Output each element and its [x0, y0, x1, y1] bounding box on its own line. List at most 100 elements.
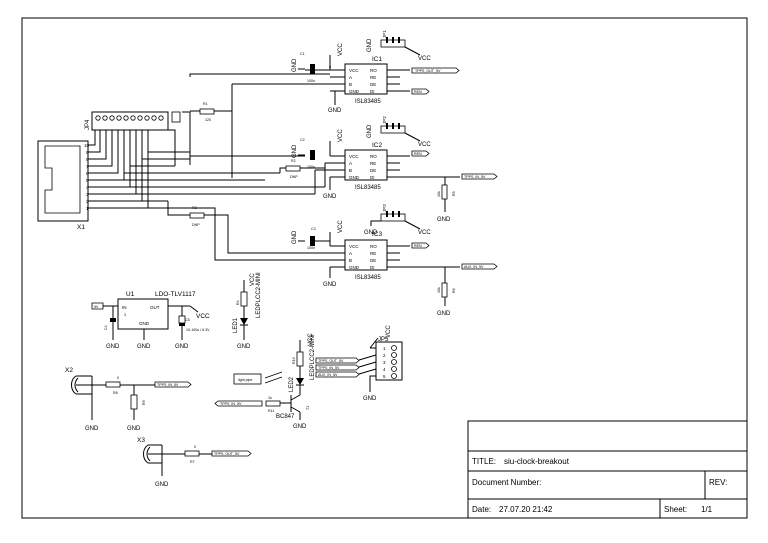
connector-x3: X3 GND 0 R7 TPPS_OUT_5V [137, 437, 252, 488]
c4-gnd: GND [106, 344, 120, 350]
resistor-r1: R1 120 [190, 84, 233, 178]
ic3-vcc-rail: VCC [338, 220, 344, 233]
u1-part: LDO-TLV1117 [155, 291, 196, 298]
x3-ref: X3 [137, 437, 145, 444]
ic3-pin-di: DI [370, 265, 375, 270]
jp3-vcc: VCC [418, 230, 431, 236]
u1-body [117, 298, 169, 330]
u1-gnd: GND [137, 344, 151, 350]
c5-ref: C5 [185, 318, 190, 322]
x1-pin9: 9 [86, 150, 89, 155]
r5-value-top: 10k [437, 191, 441, 197]
ic2-rs485-transceiver: IC2 ISL83485 VCC A B GND RO RE DE DI GND… [189, 116, 498, 223]
ic3-pin-re: RE [370, 251, 376, 256]
ic3-body [344, 239, 388, 271]
jp5-pin2: 2 [383, 353, 386, 358]
ic3-part: ISL83485 [355, 275, 381, 281]
ic1-di-net-label: REN [414, 90, 422, 94]
light-pipe-label: light pipe [238, 378, 252, 382]
r1-ref: R1 [203, 102, 208, 106]
ic2-vcc-rail: VCC [338, 129, 344, 142]
u1-5v-flag: 5V [94, 305, 99, 309]
ic2-ref: IC2 [372, 142, 383, 149]
ic3-pulldown-gnd: GND [437, 311, 451, 317]
x1-socket-outline [44, 145, 81, 214]
title-value: siu-clock-breakout [504, 457, 570, 466]
t1-ref: T1 [306, 406, 310, 410]
connector-x2: X2 GND 0 R8 R9 GND TPPS_IN_5V [65, 367, 192, 432]
u1-pin-gnd: GND [139, 321, 150, 326]
x1-body [37, 140, 89, 222]
c3-ref: C3 [311, 227, 316, 231]
c1-gnd: GND [292, 58, 298, 72]
jp2-vcc: VCC [418, 142, 431, 148]
jp3-gnd: GND [364, 230, 378, 236]
r-pulldown-ic3-value: 10k [437, 287, 441, 293]
jp3-ref: JP3 [382, 204, 387, 212]
jp1-ref: JP1 [382, 30, 387, 38]
ic2-pin-di: DI [370, 175, 375, 180]
r-pulldown-ic2-ref: R5 [452, 191, 456, 196]
regulator-u1: U1 LDO-TLV1117 IN OUT GND 5V C4 GND GND … [91, 291, 210, 350]
led2-vcc: VCC [308, 333, 314, 346]
r1-value: 120 [205, 118, 211, 122]
ic2-pin-ro: RO [370, 154, 377, 159]
c1-ref: C1 [300, 52, 305, 56]
jp5-net1: TPPS_OUT_5V [318, 359, 344, 363]
x1-ref: X1 [77, 224, 85, 231]
x1-pin10: 10 [84, 143, 90, 148]
ic3-ro-net-label: REN [414, 244, 422, 248]
connector-x1: X1 10 9 8 7 6 5 4 3 2 1 [37, 140, 90, 231]
u1-pin-in: IN [122, 305, 127, 310]
ic1-pin-re: RE [370, 75, 376, 80]
ic1-pin-de: DE [370, 82, 376, 87]
jp5-pin5: 5 [383, 374, 386, 379]
ic1-pin-b: B [349, 82, 352, 87]
jp4-body [91, 111, 169, 131]
ic1-vcc-rail: VCC [338, 43, 344, 56]
ic3-pin-a: A [349, 251, 352, 256]
r8-value: 0 [117, 376, 119, 380]
ic2-pin-a: A [349, 161, 352, 166]
title-block: TITLE: siu-clock-breakout Document Numbe… [467, 420, 748, 519]
c2-value: 100n [307, 165, 315, 169]
u1-vcc-out: VCC [196, 313, 210, 320]
document-number-label: Document Number: [472, 478, 541, 487]
x1-pin8: 8 [86, 157, 89, 162]
led1: R4 LED1 LEDPLCC2-MINI VCC GND [233, 272, 262, 350]
ic1-body [344, 63, 388, 95]
x1-pin3: 3 [86, 192, 89, 197]
led1-gnd: GND [237, 344, 251, 350]
led1-part: LEDPLCC2-MINI [256, 272, 262, 318]
ic1-gnd-symbol: GND [328, 108, 342, 114]
ic1-pin-di: DI [370, 89, 375, 94]
c4-ref: C4 [104, 325, 108, 330]
r2-value: DNP [290, 175, 298, 179]
x1-pin1: 1 [86, 206, 89, 211]
jp5-pin1: 1 [383, 346, 386, 351]
x2-net-label: TPPS_IN_5V [157, 383, 179, 387]
ic1-pin-a: A [349, 75, 352, 80]
ic3-rs485-transceiver: IC3 ISL83485 VCC A B GND RO RE DE DI GND… [292, 204, 498, 317]
x1-pin2: 2 [86, 199, 89, 204]
jp4-ref: JP4 [85, 119, 91, 130]
revision-label: REV: [709, 478, 727, 487]
led1-vcc: VCC [250, 273, 256, 286]
ic2-part: ISL83485 [355, 185, 381, 191]
ic3-ref: IC3 [372, 231, 383, 238]
ic1-ref: IC1 [372, 56, 383, 63]
ic1-pin-gnd: GND [349, 89, 360, 94]
title-label: TITLE: [472, 457, 496, 466]
jp5-pin4: 4 [383, 367, 386, 372]
ic2-pin-vcc: VCC [349, 154, 359, 159]
r8-ref: R8 [113, 391, 118, 395]
led2-part: LEDPLCC2-MINI [310, 334, 316, 380]
ic2-pin-de: DE [370, 168, 376, 173]
c5-gnd: GND [175, 344, 189, 350]
resistor-r3: R3 DNP [167, 201, 345, 261]
t1-gnd: GND [293, 424, 307, 430]
jp5-net2: TPPS_IN_5V [318, 366, 340, 370]
ic2-pulldown-gnd: GND [437, 217, 451, 223]
r7-ref: R7 [190, 460, 195, 464]
